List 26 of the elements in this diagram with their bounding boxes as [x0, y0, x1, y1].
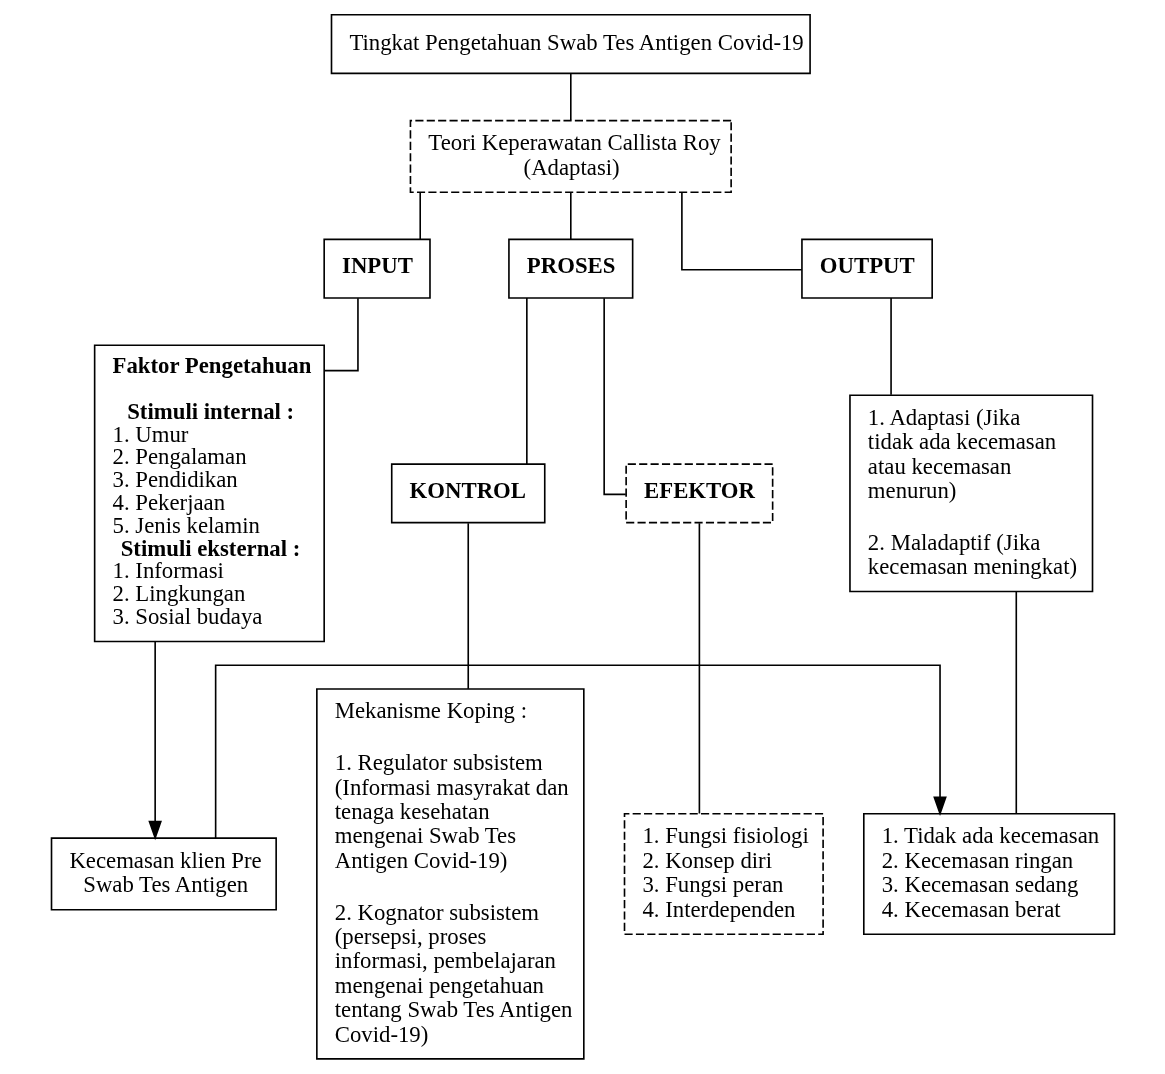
connector [322, 297, 359, 372]
arrow [147, 640, 162, 841]
node-box: 1. Tidak ada kecemasan 2. Kecemasan ringan 3. Kecemasan sedang 4. Kecemasan berat [862, 812, 1115, 935]
connector [1014, 591, 1017, 815]
node-box: PROSES [507, 238, 633, 299]
node-box: Tingkat Pengetahuan Swab Tes Antigen Covid-19 [330, 13, 811, 75]
connector [680, 191, 803, 271]
connector [466, 522, 469, 690]
connector [569, 191, 572, 241]
connector [418, 191, 421, 241]
arrow [214, 664, 947, 839]
node-box: KONTROL [390, 463, 546, 524]
node-box: Kecemasan klien Pre Swab Tes Antigen [50, 837, 277, 911]
node-box: OUTPUT [800, 238, 933, 299]
node-box: 1. Adaptasi (Jika tidak ada kecemasan atau kecemasan menurun) 2. Maladaptif (Jika kecemasan meningkat) [848, 394, 1093, 593]
connector [698, 522, 700, 815]
node-box: Teori Keperawatan Callista Roy (Adaptasi) [409, 119, 732, 194]
connector [569, 72, 572, 122]
node-box: INPUT [322, 238, 431, 299]
node-box: Faktor Pengetahuan Stimuli internal : 1. Umur 2. Pengalaman 3. Pendidikan 4. Pekerjaan 5. Jenis kelamin Stimuli eksternal : 1. Informasi 2. Lingkungan 3. Sosial budaya [93, 344, 325, 643]
node-box: EFEKTOR [624, 463, 773, 524]
connector [889, 297, 892, 396]
connector [525, 297, 528, 465]
node-box: 1. Fungsi fisiologi 2. Konsep diri 3. Fungsi peran 4. Interdependen [623, 812, 824, 935]
node-box: Mekanisme Koping : 1. Regulator subsistem (Informasi masyrakat dan tenaga kesehatan mengenai Swab Tes Antigen Covid-19) 2. Kognator subsistem (persepsi, proses informasi, pembelajaran mengenai pengetahuan tentang Swab Tes Antigen Covid-19) [315, 688, 585, 1060]
connector [602, 297, 627, 496]
